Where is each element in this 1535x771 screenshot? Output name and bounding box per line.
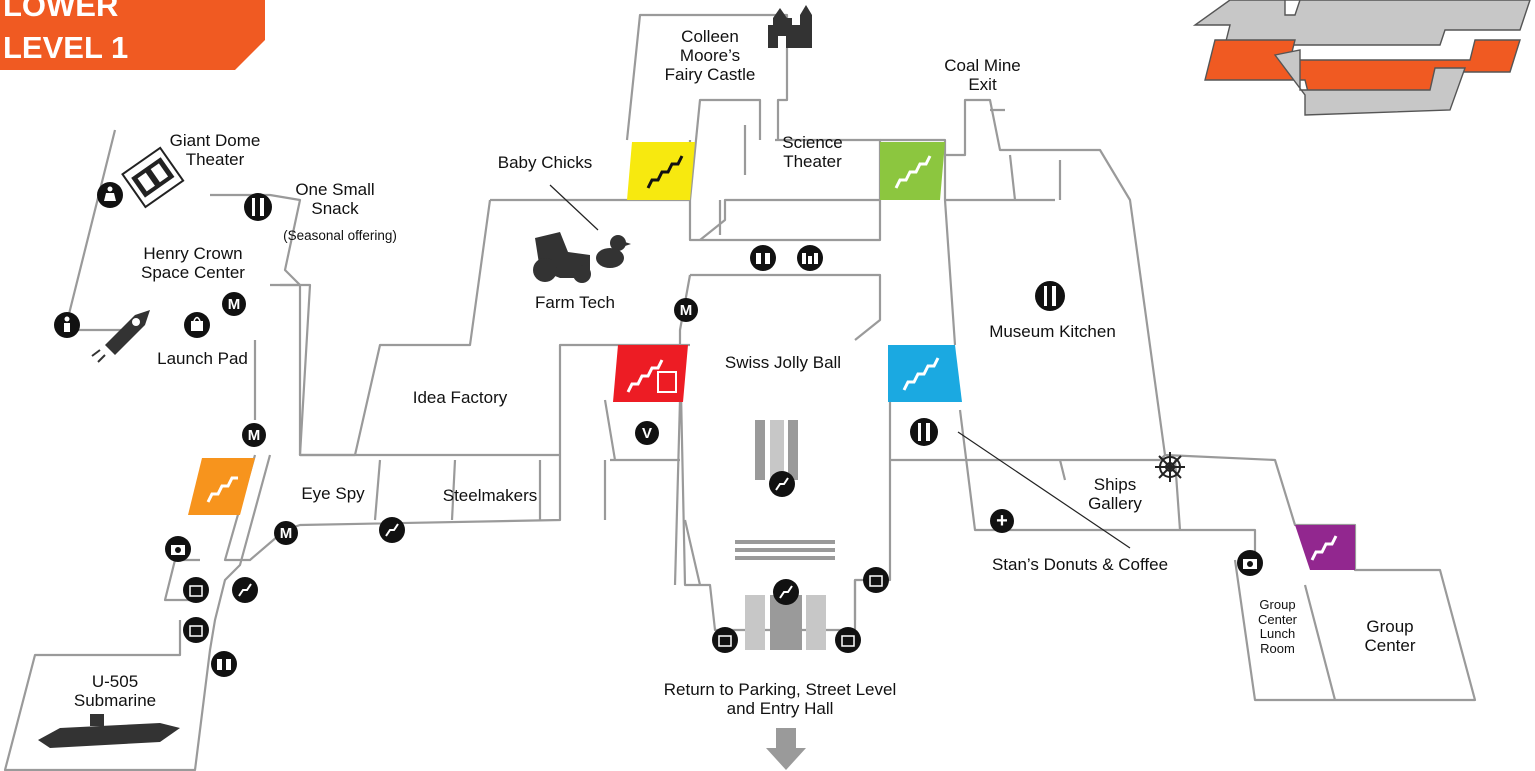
label-return-parking[interactable]: Return to Parking, Street Level and Entr… xyxy=(663,680,897,719)
stairs-red[interactable] xyxy=(613,345,688,402)
shop-icon[interactable] xyxy=(184,312,210,338)
dining-icon[interactable] xyxy=(1035,281,1065,311)
stairs-yellow[interactable] xyxy=(627,142,695,200)
stans-pointer xyxy=(957,431,1131,549)
stairs-icon[interactable] xyxy=(769,471,795,497)
elevator-icon[interactable] xyxy=(712,627,738,653)
label-u505: U-505 Submarine xyxy=(73,672,157,711)
stairs-purple[interactable] xyxy=(1295,525,1355,570)
chicks-pointer xyxy=(549,184,599,231)
label-coal-mine-exit: Coal Mine Exit xyxy=(944,56,1021,95)
first-aid-icon: + xyxy=(990,509,1014,533)
tractor-icon xyxy=(533,232,591,283)
restroom-icon xyxy=(211,651,237,677)
submarine-icon xyxy=(38,714,180,748)
label-farm-tech: Farm Tech xyxy=(535,293,615,312)
chick-icon xyxy=(596,235,631,268)
stairs-icon[interactable] xyxy=(379,517,405,543)
dining-icon[interactable] xyxy=(910,418,938,446)
label-launch-pad: Launch Pad xyxy=(157,349,248,368)
label-henry-crown: Henry Crown Space Center xyxy=(141,244,245,283)
metra-badge: M xyxy=(274,521,298,545)
restroom-icon xyxy=(750,245,776,271)
dining-icon[interactable] xyxy=(244,193,272,221)
elevator-icon[interactable] xyxy=(863,567,889,593)
metra-badge: M xyxy=(674,298,698,322)
label-swiss-jolly-ball: Swiss Jolly Ball xyxy=(724,353,842,372)
label-museum-kitchen: Museum Kitchen xyxy=(989,322,1116,341)
level-badge-line2: LEVEL 1 xyxy=(3,30,128,65)
level-badge-line1: LOWER xyxy=(3,0,118,23)
central-escalators xyxy=(735,420,835,650)
label-group-center: Group Center xyxy=(1364,617,1416,656)
stairs-blue[interactable] xyxy=(888,345,962,402)
stairs-green[interactable] xyxy=(880,142,945,200)
label-eye-spy: Eye Spy xyxy=(301,484,365,503)
stairs-icon[interactable] xyxy=(773,579,799,605)
level-stack-icon xyxy=(1192,0,1531,116)
elevator-icon[interactable] xyxy=(835,627,861,653)
elevator-icon[interactable] xyxy=(183,577,209,603)
label-one-small-snack: One Small Snack xyxy=(295,180,375,219)
metra-badge: M xyxy=(222,292,246,316)
rocket-icon xyxy=(91,310,150,363)
label-baby-chicks: Baby Chicks xyxy=(497,153,593,172)
label-steelmakers: Steelmakers xyxy=(442,486,538,505)
film-icon xyxy=(121,146,185,209)
label-group-center-lunch: Group Center Lunch Room xyxy=(1257,597,1298,656)
arrow-down-icon xyxy=(766,728,806,770)
stairs-orange[interactable] xyxy=(188,458,255,515)
metra-badge: M xyxy=(242,423,266,447)
family-restroom-icon xyxy=(797,245,823,271)
label-ships-gallery: Ships Gallery xyxy=(1088,475,1142,514)
stairs-icon[interactable] xyxy=(232,577,258,603)
label-seasonal: (Seasonal offering) xyxy=(283,228,397,243)
level-badge-bg xyxy=(0,0,265,70)
label-science-theater: Science Theater xyxy=(782,133,843,172)
ship-wheel-icon xyxy=(1155,452,1185,482)
visitor-badge: V xyxy=(635,421,659,445)
restroom-icon xyxy=(97,182,123,208)
camera-icon xyxy=(1237,550,1263,576)
label-fairy-castle: Colleen Moore’s Fairy Castle xyxy=(664,27,756,85)
label-giant-dome: Giant Dome Theater xyxy=(169,131,261,170)
castle-icon xyxy=(768,5,812,48)
label-stans: Stan’s Donuts & Coffee xyxy=(991,555,1169,574)
elevator-icon[interactable] xyxy=(183,617,209,643)
camera-icon xyxy=(165,536,191,562)
restroom-icon xyxy=(54,312,80,338)
label-idea-factory: Idea Factory xyxy=(412,388,508,407)
